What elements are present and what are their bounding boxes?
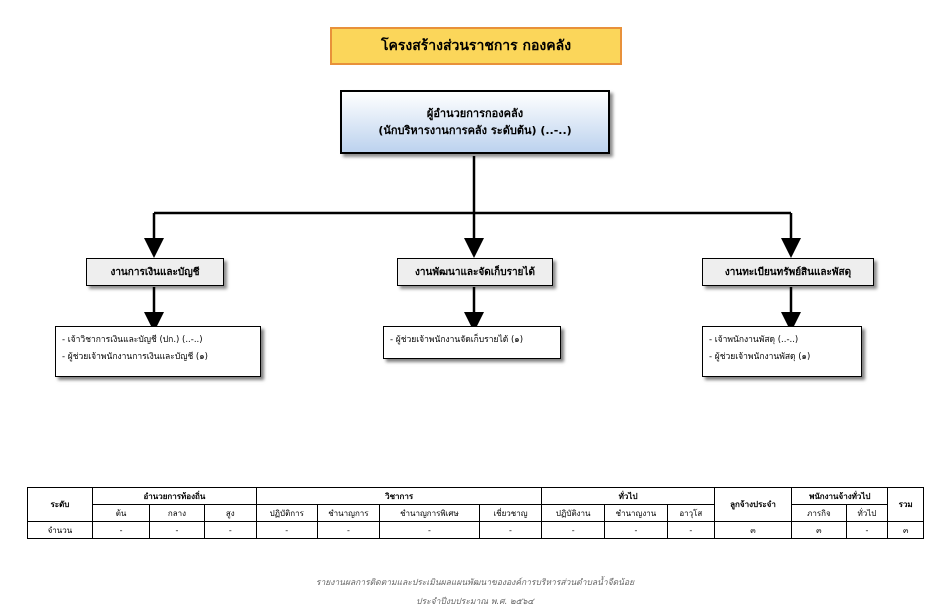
director-box: ผู้อำนวยการกองคลัง (นักบริหารงานการคลัง …	[340, 90, 610, 154]
director-title: ผู้อำนวยการกองคลัง	[426, 107, 524, 120]
unit-assets-box: งานทะเบียนทรัพย์สินและพัสดุ	[702, 258, 874, 286]
table-cell: ๓	[713, 521, 793, 539]
director-position: (นักบริหารงานการคลัง ระดับต้น) (..-..)	[378, 124, 572, 137]
table-header-general: ทั่วไป	[541, 487, 715, 505]
table-header-level: ระดับ	[27, 487, 93, 522]
unit-revenue-box: งานพัฒนาและจัดเก็บรายได้	[397, 258, 553, 286]
table-subheader: ต้น	[91, 504, 151, 522]
table-cell: -	[255, 521, 318, 539]
table-subheader: สูง	[203, 504, 257, 522]
unit-assets-name: งานทะเบียนทรัพย์สินและพัสดุ	[724, 266, 852, 278]
table-subheader: ทั่วไป	[845, 504, 889, 522]
table-header-local-admin: อำนวยการท้องถิ่น	[91, 487, 257, 505]
table-cell: -	[91, 521, 151, 539]
table-header-total: รวม	[887, 487, 924, 522]
table-cell: -	[149, 521, 205, 539]
table-cell: -	[541, 521, 606, 539]
table-header-academic: วิชาการ	[255, 487, 543, 505]
staff-finance-box: - เจ้าวิชาการเงินและบัญชี (ปก.) (..-..) …	[55, 326, 261, 377]
staff-revenue-box: - ผู้ช่วยเจ้าพนักงานจัดเก็บรายได้ (๑)	[383, 326, 561, 359]
unit-finance-name: งานการเงินและบัญชี	[110, 266, 200, 278]
staff-assets-box: - เจ้าพนักงานพัสดุ (..-..) - ผู้ช่วยเจ้า…	[702, 326, 862, 377]
table-row-label: จำนวน	[27, 521, 93, 539]
table-cell: -	[604, 521, 668, 539]
table-subheader: เชี่ยวชาญ	[478, 504, 543, 522]
table-cell: -	[203, 521, 257, 539]
table-cell: ๓	[791, 521, 847, 539]
staff-revenue-item-1: - ผู้ช่วยเจ้าพนักงานจัดเก็บรายได้ (๑)	[390, 335, 524, 345]
chart-title: โครงสร้างส่วนราชการ กองคลัง	[330, 27, 622, 65]
table-subheader: ชำนาญการพิเศษ	[379, 504, 480, 522]
table-cell: -	[666, 521, 715, 539]
table-header-permanent-employee: ลูกจ้างประจำ	[713, 487, 793, 522]
unit-revenue-name: งานพัฒนาและจัดเก็บรายได้	[415, 266, 535, 278]
footer-report-title: รายงานผลการติดตามและประเมินผลแผนพัฒนาของ…	[315, 578, 635, 588]
staff-assets-item-1: - เจ้าพนักงานพัสดุ (..-..)	[709, 335, 799, 345]
footer-fiscal-year: ประจำปีงบประมาณ พ.ศ. ๒๕๖๔	[416, 597, 534, 607]
table-cell: -	[316, 521, 381, 539]
staff-count-table: ระดับ อำนวยการท้องถิ่น วิชาการ ทั่วไป ลู…	[27, 487, 924, 539]
staff-finance-item-1: - เจ้าวิชาการเงินและบัญชี (ปก.) (..-..)	[62, 335, 203, 345]
table-cell: -	[478, 521, 543, 539]
org-connector-lines	[144, 156, 801, 332]
table-subheader: ปฏิบัติงาน	[541, 504, 606, 522]
table-subheader: ชำนาญการ	[316, 504, 381, 522]
table-subheader: ชำนาญงาน	[604, 504, 668, 522]
table-subheader: อาวุโส	[666, 504, 715, 522]
table-cell: ๓	[887, 521, 924, 539]
staff-assets-item-2: - ผู้ช่วยเจ้าพนักงานพัสดุ (๑)	[709, 352, 811, 362]
table-header-general-employee: พนักงานจ้างทั่วไป	[791, 487, 889, 505]
table-cell: -	[379, 521, 480, 539]
table-cell: -	[845, 521, 889, 539]
table-subheader: ปฏิบัติการ	[255, 504, 318, 522]
staff-finance-item-2: - ผู้ช่วยเจ้าพนักงานการเงินและบัญชี (๑)	[62, 352, 208, 362]
unit-finance-box: งานการเงินและบัญชี	[86, 258, 224, 286]
table-subheader: กลาง	[149, 504, 205, 522]
table-subheader: ภารกิจ	[791, 504, 847, 522]
